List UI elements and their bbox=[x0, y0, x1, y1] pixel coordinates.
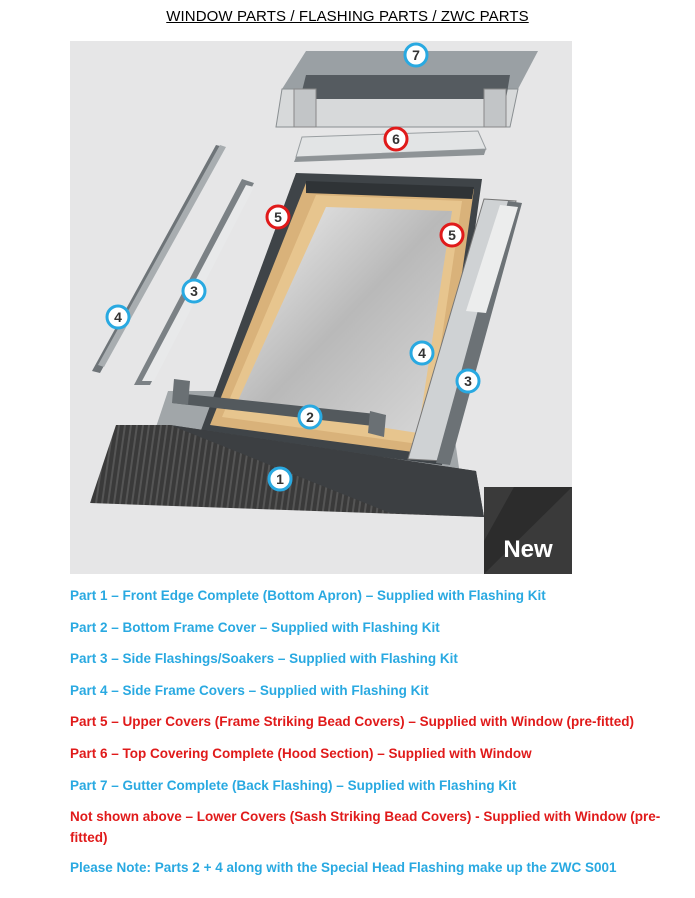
callout-4: 4 bbox=[409, 340, 435, 366]
part-line: Part 1 – Front Edge Complete (Bottom Apr… bbox=[70, 588, 546, 603]
right-side-parts bbox=[407, 198, 522, 465]
part-line: Part 2 – Bottom Frame Cover – Supplied w… bbox=[70, 619, 440, 635]
callout-circle bbox=[297, 404, 323, 430]
callout-label: 3 bbox=[464, 373, 472, 389]
callout-markers: 7 6 5 5 3 4 4 3 2 1 bbox=[105, 42, 481, 492]
new-badge-text: New bbox=[503, 536, 553, 563]
part-line: Part 7 – Gutter Complete (Back Flashing)… bbox=[70, 777, 517, 793]
left-side-parts bbox=[92, 145, 254, 385]
callout-circle bbox=[403, 42, 429, 68]
callout-2: 2 bbox=[297, 404, 323, 430]
callout-circle bbox=[265, 204, 291, 230]
exploded-window-diagram: New 7 6 5 5 3 4 4 3 2 1 bbox=[70, 41, 572, 574]
document-title: WINDOW PARTS / FLASHING PARTS / ZWC PART… bbox=[166, 8, 529, 25]
new-badge bbox=[484, 487, 572, 574]
part-2-bottom-bar bbox=[172, 379, 386, 437]
callout-5: 5 bbox=[265, 204, 291, 230]
callout-label: 5 bbox=[274, 209, 282, 225]
callout-3: 3 bbox=[455, 368, 481, 394]
callout-circle bbox=[409, 340, 435, 366]
part-7-gutter bbox=[275, 51, 538, 128]
callout-circle bbox=[439, 222, 465, 248]
callout-circle bbox=[455, 368, 481, 394]
callout-label: 7 bbox=[412, 47, 420, 63]
callout-label: 4 bbox=[114, 309, 122, 325]
callout-label: 2 bbox=[306, 409, 314, 425]
part-line: Part 4 – Side Frame Covers – Supplied wi… bbox=[70, 682, 429, 698]
parts-list: Part 1 – Front Edge Complete (Bottom Apr… bbox=[70, 585, 680, 889]
part-line: Not shown above – Lower Covers (Sash Str… bbox=[70, 809, 661, 846]
part-line: Please Note: Parts 2 + 4 along with the … bbox=[70, 860, 617, 876]
callout-1: 1 bbox=[267, 466, 293, 492]
callout-circle bbox=[383, 126, 409, 152]
callout-label: 1 bbox=[276, 471, 284, 487]
window-frame bbox=[200, 173, 482, 465]
callout-4: 4 bbox=[105, 304, 131, 330]
callout-label: 6 bbox=[392, 131, 400, 147]
callout-circle bbox=[105, 304, 131, 330]
part-line: Part 5 – Upper Covers (Frame Striking Be… bbox=[70, 714, 634, 730]
callout-6: 6 bbox=[383, 126, 409, 152]
callout-5: 5 bbox=[439, 222, 465, 248]
callout-circle bbox=[181, 278, 207, 304]
callout-label: 5 bbox=[448, 227, 456, 243]
callout-label: 4 bbox=[418, 345, 426, 361]
callout-label: 3 bbox=[190, 283, 198, 299]
callout-circle bbox=[267, 466, 293, 492]
callout-7: 7 bbox=[403, 42, 429, 68]
part-line: Part 6 – Top Covering Complete (Hood Sec… bbox=[70, 745, 532, 761]
callout-3: 3 bbox=[181, 278, 207, 304]
part-line: Part 3 – Side Flashings/Soakers – Suppli… bbox=[70, 651, 458, 667]
